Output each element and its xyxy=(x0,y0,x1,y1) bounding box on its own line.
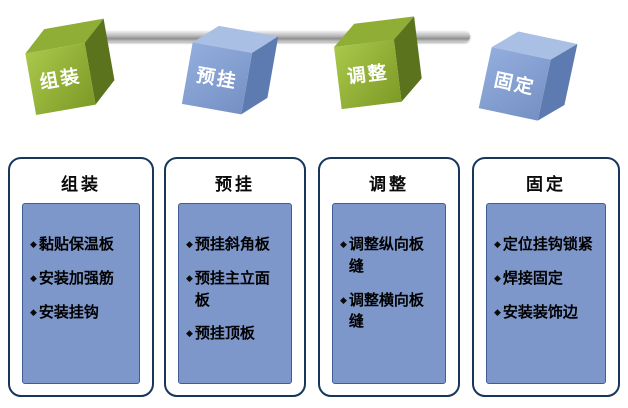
bullet-diamond-icon: ◆ xyxy=(340,294,347,305)
list-item-label: 定位挂钩锁紧 xyxy=(502,236,593,253)
list-item: ◆ 预挂主立面板 xyxy=(186,268,284,312)
bullet-diamond-icon: ◆ xyxy=(186,328,193,339)
list-item-label: 安装挂钩 xyxy=(38,303,99,321)
list-item: ◆ 焊接固定 xyxy=(494,268,598,290)
list-item: ◆ 调整横向板缝 xyxy=(340,290,438,334)
list-item-label: 安装装饰边 xyxy=(502,303,578,321)
step-cube-fix: 固定 xyxy=(468,12,593,141)
list-item-label: 黏贴保温板 xyxy=(38,236,114,253)
list-item-label: 调整纵向板缝 xyxy=(348,236,424,275)
list-item: ◆ 安装装饰边 xyxy=(494,302,598,324)
list-item-label: 焊接固定 xyxy=(502,269,563,287)
list-item: ◆ 安装加强筋 xyxy=(30,268,132,290)
list-item: ◆ 安装挂钩 xyxy=(30,302,132,324)
cube-3d-icon: 固定 xyxy=(478,31,578,121)
bullet-diamond-icon: ◆ xyxy=(30,239,37,249)
panel-title: 调整 xyxy=(369,175,409,194)
list-item-label: 调整横向板缝 xyxy=(348,291,424,331)
panel-item-list: ◆ 定位挂钩锁紧 ◆ 焊接固定 ◆ 安装装饰边 xyxy=(486,203,606,384)
bullet-diamond-icon: ◆ xyxy=(186,239,193,249)
panel-title: 固定 xyxy=(526,175,566,194)
step-cube-prehang: 预挂 xyxy=(171,8,293,134)
list-item-label: 预挂斜角板 xyxy=(194,236,270,253)
bullet-diamond-icon: ◆ xyxy=(340,239,347,249)
list-item-label: 预挂主立面板 xyxy=(194,269,270,309)
detail-panel-prehang: 预挂 ◆ 预挂斜角板 ◆ 预挂主立面板 ◆ 预挂顶板 xyxy=(164,157,306,397)
bullet-diamond-icon: ◆ xyxy=(494,306,501,317)
detail-panel-assemble: 组装 ◆ 黏贴保温板 ◆ 安装加强筋 ◆ 安装挂钩 xyxy=(8,157,154,397)
panel-title: 组装 xyxy=(61,175,101,194)
list-item: ◆ 调整纵向板缝 xyxy=(340,234,438,278)
list-item-label: 安装加强筋 xyxy=(38,269,114,287)
bullet-diamond-icon: ◆ xyxy=(30,272,37,283)
panel-item-list: ◆ 预挂斜角板 ◆ 预挂主立面板 ◆ 预挂顶板 xyxy=(178,203,292,384)
detail-panel-adjust: 调整 ◆ 调整纵向板缝 ◆ 调整横向板缝 xyxy=(318,157,460,397)
panel-item-list: ◆ 黏贴保温板 ◆ 安装加强筋 ◆ 安装挂钩 xyxy=(22,203,140,384)
step-cube-adjust: 调整 xyxy=(322,2,439,124)
bullet-diamond-icon: ◆ xyxy=(494,272,501,283)
list-item: ◆ 定位挂钩锁紧 xyxy=(494,234,598,256)
cube-label: 调整 xyxy=(346,61,390,87)
detail-panel-fix: 固定 ◆ 定位挂钩锁紧 ◆ 焊接固定 ◆ 安装装饰边 xyxy=(472,157,620,397)
bullet-diamond-icon: ◆ xyxy=(494,239,501,249)
bullet-diamond-icon: ◆ xyxy=(30,306,37,317)
cube-3d-icon: 预挂 xyxy=(181,25,279,115)
cube-3d-icon: 组装 xyxy=(25,18,115,116)
list-item: ◆ 预挂斜角板 xyxy=(186,234,284,256)
list-item-label: 预挂顶板 xyxy=(194,325,255,343)
step-cube-assemble: 组装 xyxy=(11,4,133,130)
bullet-diamond-icon: ◆ xyxy=(186,272,193,283)
list-item: ◆ 预挂顶板 xyxy=(186,323,284,345)
cube-3d-icon: 调整 xyxy=(334,16,422,110)
panel-title: 预挂 xyxy=(215,175,255,194)
list-item: ◆ 黏贴保温板 xyxy=(30,234,132,256)
panel-item-list: ◆ 调整纵向板缝 ◆ 调整横向板缝 xyxy=(332,203,446,384)
